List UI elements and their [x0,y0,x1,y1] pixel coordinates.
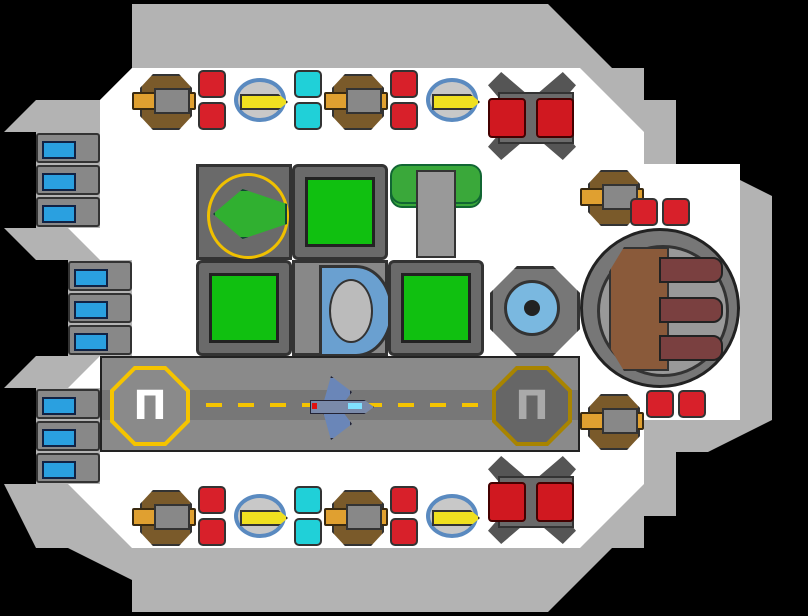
ammo-red[interactable] [644,388,708,420]
ammo-red[interactable] [196,484,228,548]
fighter-ship[interactable] [310,376,374,440]
ammo-cyan[interactable] [292,484,324,548]
main-cannon[interactable] [580,228,740,388]
weapon-turret[interactable] [132,68,196,132]
landing-pad-active[interactable]: Π [110,366,190,446]
thruster[interactable] [484,452,580,548]
landing-pad-inactive[interactable]: Π [492,366,572,446]
ammo-red[interactable] [388,68,420,132]
missile-launcher[interactable] [420,484,484,548]
ammo-red[interactable] [388,484,420,548]
ammo-red[interactable] [628,196,692,228]
engine-bank[interactable] [36,388,100,484]
cargo-room[interactable] [388,260,484,356]
weapon-turret[interactable] [580,388,644,452]
thruster[interactable] [484,68,580,164]
ammo-cyan[interactable] [292,68,324,132]
pi-glyph-icon: Π [133,383,167,429]
weapon-turret[interactable] [324,484,388,548]
pi-glyph-icon: Π [515,383,549,429]
ammo-red[interactable] [196,68,228,132]
shield-dome[interactable] [292,260,393,357]
engine-bank[interactable] [68,260,132,356]
weapon-turret[interactable] [132,484,196,548]
weapon-turret[interactable] [324,68,388,132]
cargo-room[interactable] [292,164,388,260]
missile-launcher[interactable] [420,68,484,132]
missile-launcher[interactable] [228,68,292,132]
engine-bank[interactable] [36,132,100,228]
fuel-tanks[interactable] [388,164,484,260]
missile-launcher[interactable] [228,484,292,548]
runway[interactable]: Π Π [100,356,580,452]
cargo-room[interactable] [196,260,292,356]
fighter-hangar[interactable] [196,164,292,260]
reactor[interactable] [484,260,580,356]
